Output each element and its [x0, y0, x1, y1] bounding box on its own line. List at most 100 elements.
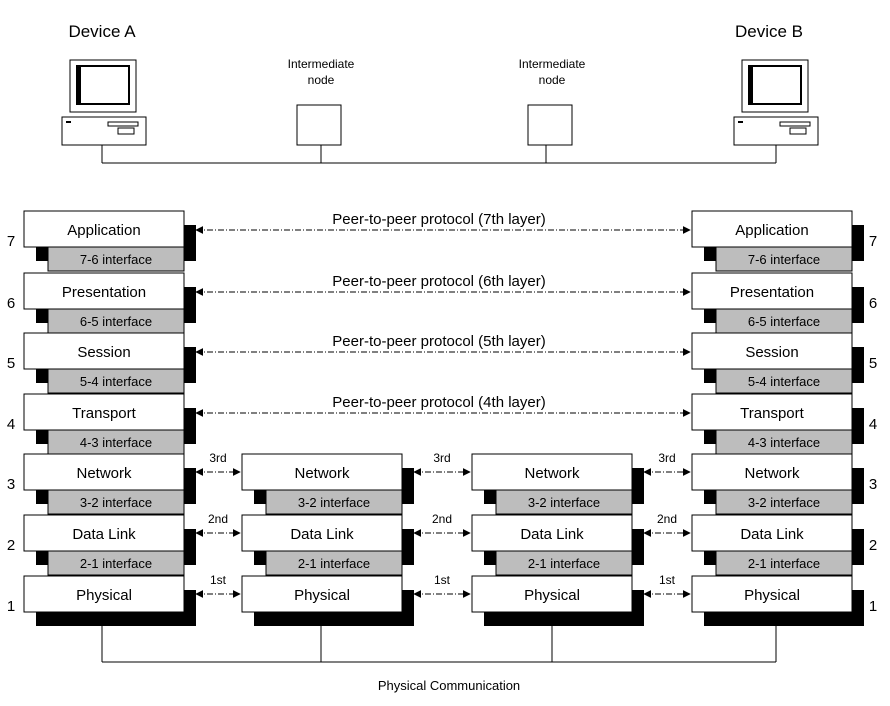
layer-box — [23, 575, 185, 613]
layer-physical: Physical — [241, 575, 414, 626]
interface-label: 3-2 interface — [298, 495, 370, 510]
physical-bus — [101, 626, 777, 663]
interface-strip — [47, 550, 185, 576]
intermediate-node-box — [296, 104, 342, 146]
interface-strip — [715, 550, 853, 576]
hop-label: 1st — [210, 573, 227, 587]
layer-number: 7 — [869, 233, 877, 250]
layer-number: 5 — [869, 355, 877, 372]
interface-label: 3-2 interface — [748, 495, 820, 510]
layer-number: 6 — [869, 295, 877, 312]
interface-label: 2-1 interface — [298, 556, 370, 571]
protocol-links: Peer-to-peer protocol (7th layer)Peer-to… — [195, 211, 691, 598]
computer-icon — [733, 59, 819, 146]
layer-name: Data Link — [520, 526, 584, 543]
interface-strip — [265, 489, 403, 515]
layer-name: Transport — [740, 405, 804, 422]
layer-number: 5 — [7, 355, 15, 372]
layer-network: 3-2 interface Network 3 — [7, 453, 196, 515]
interface-strip — [715, 489, 853, 515]
footer-label: Physical Communication — [378, 678, 520, 693]
interface-label: 2-1 interface — [80, 556, 152, 571]
interface-label: 3-2 interface — [80, 495, 152, 510]
layer-number: 3 — [7, 476, 15, 493]
layer-number: 6 — [7, 295, 15, 312]
hop-label: 1st — [434, 573, 451, 587]
layer-number: 1 — [869, 598, 877, 615]
layer-box — [691, 272, 853, 310]
interface-strip — [47, 489, 185, 515]
layer-name: Application — [67, 222, 140, 239]
interface-label: 4-3 interface — [748, 435, 820, 450]
layer-box — [691, 210, 853, 248]
hop-label: 1st — [659, 573, 676, 587]
layer-number: 2 — [7, 537, 15, 554]
peer-protocol-label: Peer-to-peer protocol (6th layer) — [332, 273, 545, 290]
interface-label: 6-5 interface — [80, 314, 152, 329]
layer-box — [691, 514, 853, 552]
layer-data-link: 2-1 interface Data Link 2 — [7, 514, 196, 576]
interface-label: 6-5 interface — [748, 314, 820, 329]
layer-transport: 4-3 interface Transport 4 — [691, 393, 877, 455]
layer-box — [471, 514, 633, 552]
layer-physical: Physical — [471, 575, 644, 626]
layer-box — [691, 393, 853, 431]
interface-label: 2-1 interface — [528, 556, 600, 571]
layer-number: 2 — [869, 537, 877, 554]
computer-icon — [61, 59, 147, 146]
layer-name: Network — [524, 465, 580, 482]
layer-name: Data Link — [72, 526, 136, 543]
interface-label: 2-1 interface — [748, 556, 820, 571]
layer-box — [471, 575, 633, 613]
layer-box — [241, 453, 403, 491]
hop-label: 2nd — [208, 512, 228, 526]
interface-label: 5-4 interface — [748, 374, 820, 389]
layer-number: 4 — [869, 416, 877, 433]
layer-name: Session — [745, 344, 798, 361]
layer-name: Data Link — [290, 526, 354, 543]
layer-name: Application — [735, 222, 808, 239]
layer-number: 1 — [7, 598, 15, 615]
interface-label: 5-4 interface — [80, 374, 152, 389]
layer-box — [23, 453, 185, 491]
layer-name: Network — [76, 465, 132, 482]
layer-name: Transport — [72, 405, 136, 422]
interface-strip — [715, 368, 853, 394]
interface-strip — [495, 550, 633, 576]
layer-number: 4 — [7, 416, 15, 433]
layer-session: 5-4 interface Session 5 — [691, 332, 877, 394]
layer-box — [471, 453, 633, 491]
layer-name: Network — [744, 465, 800, 482]
intermediate-node-box — [527, 104, 573, 146]
layer-data-link: 2-1 interface Data Link 2 — [691, 514, 877, 576]
node-1-label-line1: Intermediate — [288, 57, 355, 71]
layer-box — [691, 575, 853, 613]
node-2-label-line1: Intermediate — [519, 57, 586, 71]
hop-label: 3rd — [209, 451, 226, 465]
peer-protocol-label: Peer-to-peer protocol (4th layer) — [332, 394, 545, 411]
layer-name: Physical — [524, 587, 580, 604]
node-2-label-line2: node — [539, 73, 566, 87]
layer-network: 3-2 interface Network — [241, 453, 414, 515]
layer-box — [23, 514, 185, 552]
peer-protocol-label: Peer-to-peer protocol (5th layer) — [332, 333, 545, 350]
layer-name: Physical — [294, 587, 350, 604]
interface-label: 3-2 interface — [528, 495, 600, 510]
layer-number: 7 — [7, 233, 15, 250]
layer-box — [23, 210, 185, 248]
network-link — [101, 145, 777, 164]
interface-label: 4-3 interface — [80, 435, 152, 450]
layer-transport: 4-3 interface Transport 4 — [7, 393, 196, 455]
layer-name: Data Link — [740, 526, 804, 543]
layer-box — [691, 453, 853, 491]
layer-network: 3-2 interface Network — [471, 453, 644, 515]
layer-name: Network — [294, 465, 350, 482]
